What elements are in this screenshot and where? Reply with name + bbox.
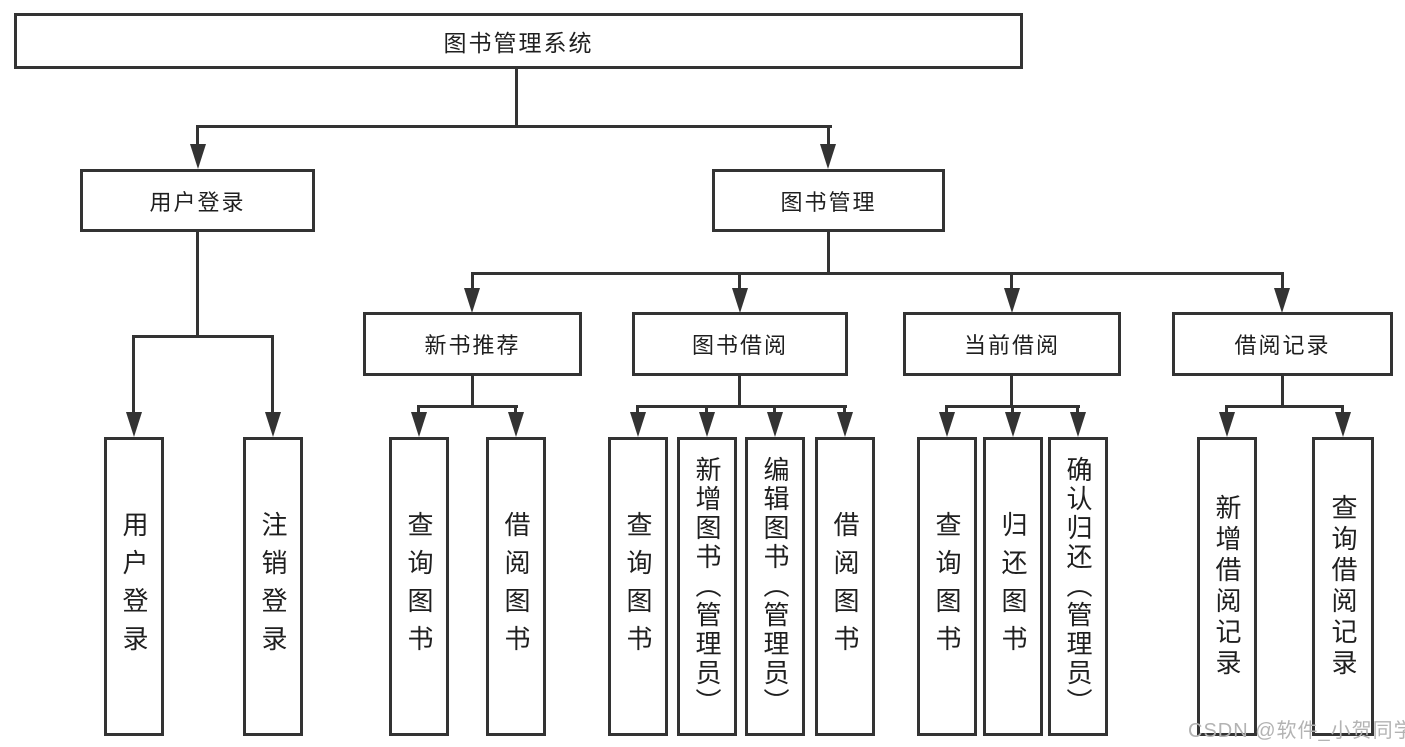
arrow-down-icon (464, 288, 480, 313)
arrow-down-icon (767, 412, 783, 437)
connector-line (636, 405, 639, 414)
leaf-borrow-books: 借阅图书 (815, 437, 875, 736)
connector-line (773, 405, 776, 414)
leaf-user-login: 用户登录 (104, 437, 164, 736)
arrow-down-icon (126, 412, 142, 437)
node-label: 图书管理 (780, 189, 877, 215)
node-book-management: 图书管理 (712, 169, 945, 232)
node-label: 新增图书（管理员） (692, 456, 722, 717)
connector-line (1225, 405, 1228, 414)
node-label: 借阅图书 (830, 510, 860, 663)
connector-line (1341, 405, 1344, 414)
connector-line (827, 125, 830, 147)
node-label: 借阅记录 (1234, 333, 1331, 358)
connector-line (417, 405, 420, 414)
leaf-query-books-current: 查询图书 (917, 437, 977, 736)
connector-line (1225, 405, 1344, 408)
node-label: 注销登录 (258, 510, 288, 663)
connector-line (1011, 405, 1014, 414)
connector-line (738, 376, 741, 405)
connector-line (1010, 272, 1013, 290)
node-label: 归还图书 (998, 510, 1028, 663)
node-label: 当前借阅 (963, 333, 1060, 358)
node-user-login: 用户登录 (80, 169, 315, 232)
connector-line (514, 405, 517, 414)
connector-line (417, 405, 518, 408)
node-borrowing-records: 借阅记录 (1172, 312, 1393, 376)
node-label: 确认归还（管理员） (1063, 456, 1093, 717)
leaf-logout: 注销登录 (243, 437, 303, 736)
connector-line (843, 405, 846, 414)
arrow-down-icon (939, 412, 955, 437)
arrow-down-icon (1070, 412, 1086, 437)
leaf-return-books: 归还图书 (983, 437, 1043, 736)
connector-line (471, 272, 1283, 275)
node-new-book-recommendation: 新书推荐 (363, 312, 582, 376)
connector-line (1076, 405, 1079, 414)
leaf-edit-book-admin: 编辑图书（管理员） (745, 437, 805, 736)
leaf-query-books-borrowing: 查询图书 (608, 437, 668, 736)
arrow-down-icon (508, 412, 524, 437)
node-label: 用户登录 (149, 189, 246, 215)
connector-line (945, 405, 948, 414)
node-label: 借阅图书 (501, 510, 531, 663)
node-label: 新增借阅记录 (1212, 493, 1242, 680)
node-label: 新书推荐 (424, 333, 521, 358)
connector-line (1281, 272, 1284, 290)
arrow-down-icon (190, 144, 206, 169)
connector-line (196, 125, 832, 128)
node-label: 图书借阅 (691, 333, 788, 358)
connector-line (705, 405, 708, 414)
node-label: 查询图书 (623, 510, 653, 663)
arrow-down-icon (630, 412, 646, 437)
connector-line (196, 232, 199, 335)
arrow-down-icon (411, 412, 427, 437)
arrow-down-icon (820, 144, 836, 169)
node-label: 编辑图书（管理员） (760, 456, 790, 717)
connector-line (196, 125, 199, 147)
arrow-down-icon (699, 412, 715, 437)
node-label: 查询图书 (404, 510, 434, 663)
connector-line (471, 272, 474, 290)
arrow-down-icon (1335, 412, 1351, 437)
arrow-down-icon (265, 412, 281, 437)
csdn-watermark: CSDN @软件_小贺同学 (1188, 720, 1405, 742)
leaf-query-books-recommend: 查询图书 (389, 437, 449, 736)
arrow-down-icon (1274, 288, 1290, 313)
connector-line (515, 69, 518, 126)
arrow-down-icon (1005, 412, 1021, 437)
connector-line (1281, 376, 1284, 405)
connector-line (1010, 376, 1013, 405)
node-current-borrowing: 当前借阅 (903, 312, 1121, 376)
leaf-add-borrow-record: 新增借阅记录 (1197, 437, 1257, 736)
leaf-query-borrow-record: 查询借阅记录 (1312, 437, 1374, 736)
node-label: 图书管理系统 (443, 30, 594, 56)
connector-line (471, 376, 474, 405)
connector-line (132, 335, 274, 338)
node-label: 查询借阅记录 (1328, 493, 1358, 680)
node-label: 用户登录 (119, 510, 149, 663)
arrow-down-icon (837, 412, 853, 437)
connector-line (132, 335, 135, 413)
leaf-confirm-return-admin: 确认归还（管理员） (1048, 437, 1108, 736)
connector-line (738, 272, 741, 290)
connector-line (636, 405, 847, 408)
connector-line (271, 335, 274, 413)
connector-line (827, 232, 830, 272)
leaf-add-book-admin: 新增图书（管理员） (677, 437, 737, 736)
node-book-borrowing: 图书借阅 (632, 312, 848, 376)
leaf-borrow-books-recommend: 借阅图书 (486, 437, 546, 736)
node-library-management-system: 图书管理系统 (14, 13, 1023, 69)
arrow-down-icon (1219, 412, 1235, 437)
arrow-down-icon (732, 288, 748, 313)
node-label: 查询图书 (932, 510, 962, 663)
arrow-down-icon (1004, 288, 1020, 313)
